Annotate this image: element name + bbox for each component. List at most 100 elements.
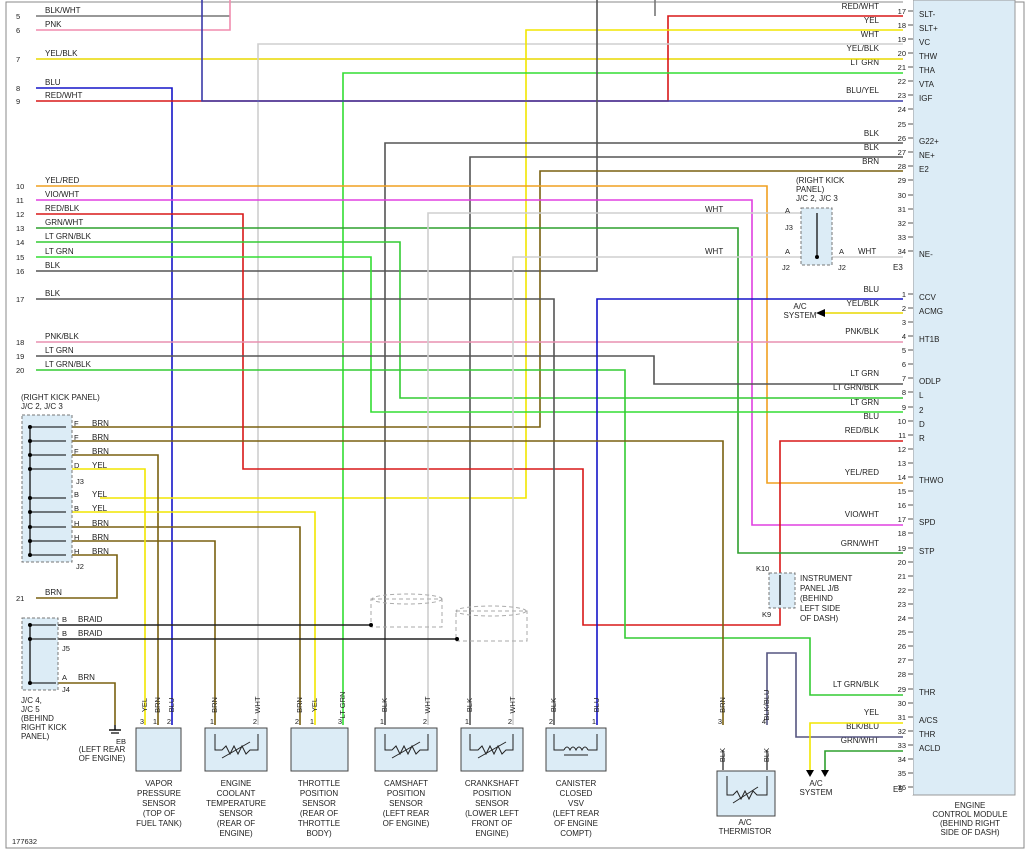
left-wire-label: YEL/RED (45, 176, 79, 185)
component-caption: (REAR OF (300, 809, 338, 818)
component-caption: (LEFT REAR (553, 809, 600, 818)
left-pin-number: 7 (16, 55, 20, 64)
ecm-wire-label: PNK/BLK (845, 327, 879, 336)
component-caption: THERMISTOR (719, 827, 772, 836)
component-pin-number: 1 (465, 717, 469, 726)
ecm-wire-label: BLU/YEL (846, 86, 879, 95)
component-pin-wire: BLK (465, 698, 474, 712)
ecm-pin-number: 8 (902, 388, 906, 397)
ecm-pin-signal: IGF (919, 94, 932, 103)
wire-pin6 (36, 0, 231, 31)
component-caption: TEMPERATURE (206, 799, 266, 808)
kick-row-letter: F (74, 419, 79, 428)
component-pin-number: 3 (338, 717, 342, 726)
ecm-pin-number: 17 (898, 515, 906, 524)
wire-ecm26 (384, 142, 903, 725)
component-caption: (LOWER LEFT (465, 809, 519, 818)
left-wire-label: RED/BLK (45, 204, 80, 213)
kick-row-wire: BRN (92, 447, 109, 456)
wire-brn-act (72, 440, 724, 725)
component-pin-number: 1 (153, 717, 157, 726)
component-caption: (REAR OF (217, 819, 255, 828)
kick-wire-label: WHT (858, 247, 876, 256)
instrument-panel-pin: K9 (762, 610, 771, 619)
junction-row-wire: BRN (78, 673, 95, 682)
thermistor-icon (732, 786, 759, 804)
component-caption: COOLANT (217, 789, 256, 798)
ecm-pin-number: 6 (902, 360, 906, 369)
ecm-pin-strip (903, 0, 913, 795)
component-caption: SENSOR (389, 799, 423, 808)
instrument-panel-caption: INSTRUMENT (800, 574, 853, 583)
component-pin-wire: YEL (140, 698, 149, 712)
left-wire-label: BLK (45, 289, 61, 298)
component-caption: PRESSURE (137, 789, 181, 798)
component-pin-number: 1 (210, 717, 214, 726)
instrument-panel-pin: K10 (756, 564, 769, 573)
thermistor-icon (221, 741, 251, 759)
wire-brn-ect (72, 540, 216, 725)
left-pin-number: 17 (16, 295, 24, 304)
kick-row-wire: BRN (92, 547, 109, 556)
splice-dot (28, 623, 32, 627)
component-pin-number: 2 (423, 717, 427, 726)
left-pin-number: 8 (16, 84, 20, 93)
junction-connector: J5 (62, 644, 70, 653)
component-caption: ENGINE) (219, 829, 253, 838)
ecm-caption: ENGINE (955, 801, 986, 810)
instrument-panel-caption: PANEL J/B (800, 584, 839, 593)
ecm-pin-number: 12 (898, 445, 906, 454)
ecm-pin-number: 1 (902, 290, 906, 299)
ecm-pin-signal: SLT- (919, 10, 936, 19)
component-caption: (TOP OF (143, 809, 175, 818)
ecm-pin-signal: ACMG (919, 307, 943, 316)
arrow-icon (816, 309, 825, 317)
component-pin-number: 2 (508, 717, 512, 726)
component-caption: ENGINE) (475, 829, 509, 838)
component-caption: COMPT) (560, 829, 592, 838)
component-pin-number: 1 (310, 717, 314, 726)
ecm-wire-label: WHT (861, 30, 879, 39)
component-pin-wire: YEL (310, 698, 319, 712)
ecm-pin-number: 11 (898, 431, 906, 440)
diagram-frame (5, 1, 1025, 849)
ecm-pin-number: 30 (898, 191, 906, 200)
component-pin-number: 1 (592, 717, 596, 726)
splice-dot (815, 255, 819, 259)
left-pin-number: 19 (16, 352, 24, 361)
kick-row-letter: H (74, 533, 79, 542)
ecm-caption: (BEHIND RIGHT (940, 819, 1000, 828)
ecm-pin-signal: ACLD (919, 744, 941, 753)
wire-wht-cmp (427, 212, 810, 725)
component-pin-wire: BLK (380, 698, 389, 712)
wire-yel-tps (72, 511, 316, 725)
junction-row-wire: BRAID (78, 615, 103, 624)
ecm-pin-number: 14 (898, 473, 906, 482)
junction-connector: J4 (62, 685, 70, 694)
splice-dot (28, 425, 32, 429)
ecm-pin-number: 30 (898, 699, 906, 708)
left-wire-label: LT GRN (45, 346, 74, 355)
left-pin-number: 5 (16, 12, 20, 21)
component-caption: CAMSHAFT (384, 779, 428, 788)
ecm-pin-number: 33 (898, 233, 906, 242)
component-caption: SENSOR (219, 809, 253, 818)
ecm-pin-number: 27 (898, 656, 906, 665)
wire-ecm18 (100, 29, 903, 499)
ecm-pin-signal: NE- (919, 250, 933, 259)
component-pin-wire: BLK (549, 698, 558, 712)
ecm-wire-label: LT GRN (850, 369, 879, 378)
wire-brn-21 (36, 554, 118, 599)
ecm-pin-number: 35 (898, 769, 906, 778)
component-pin-number: 4 (762, 717, 766, 726)
wire-ecm1 (596, 298, 903, 725)
wire-pin16 (36, 0, 598, 272)
component-caption: (LEFT REAR (383, 809, 430, 818)
wire-pin10 (36, 185, 903, 484)
arrow-icon (821, 770, 829, 777)
ecm-pin-number: 31 (898, 205, 906, 214)
kick-row-letter: H (74, 547, 79, 556)
coil-icon (563, 746, 589, 752)
instrument-panel-caption: OF DASH) (800, 614, 839, 623)
left-pin-number: 13 (16, 224, 24, 233)
